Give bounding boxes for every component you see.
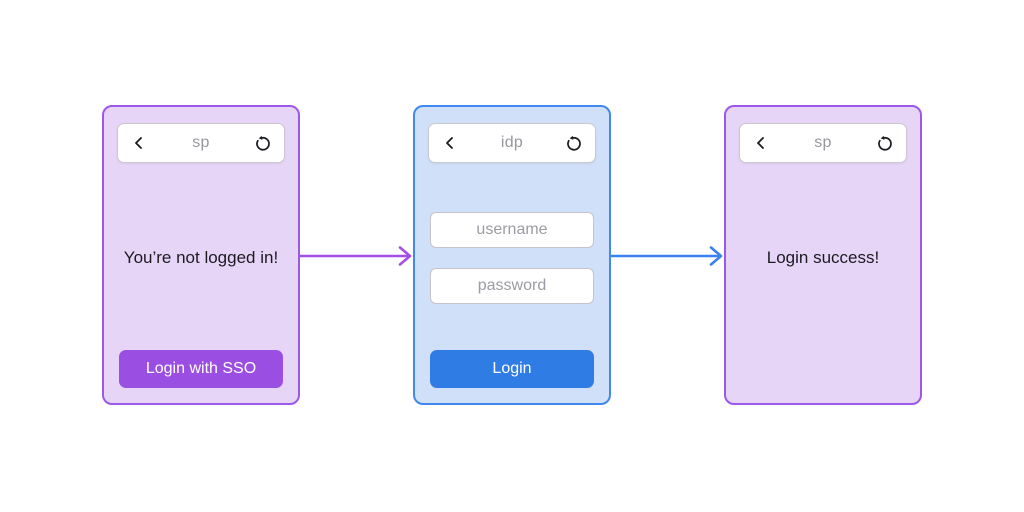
back-icon[interactable] xyxy=(440,133,460,153)
address-bar[interactable]: idp xyxy=(428,123,596,163)
arrow-idp-to-sp xyxy=(611,246,723,266)
browser-window-sp-before: sp You’re not logged in! Login with SSO xyxy=(102,105,300,405)
arrow-sp-to-idp xyxy=(300,246,412,266)
refresh-icon[interactable] xyxy=(253,133,273,153)
browser-window-sp-after: sp Login success! xyxy=(724,105,922,405)
address-bar[interactable]: sp xyxy=(739,123,907,163)
status-message: You’re not logged in! xyxy=(123,248,279,267)
back-icon[interactable] xyxy=(751,133,771,153)
status-message: Login success! xyxy=(766,248,880,267)
address-url: sp xyxy=(814,134,832,151)
refresh-icon[interactable] xyxy=(564,133,584,153)
refresh-icon[interactable] xyxy=(875,133,895,153)
browser-window-idp: idp Login xyxy=(413,105,611,405)
username-input[interactable] xyxy=(430,212,594,248)
address-bar[interactable]: sp xyxy=(117,123,285,163)
address-url: sp xyxy=(192,134,210,151)
back-icon[interactable] xyxy=(129,133,149,153)
password-input[interactable] xyxy=(430,268,594,304)
login-with-sso-button[interactable]: Login with SSO xyxy=(119,350,283,388)
address-url: idp xyxy=(500,134,524,151)
login-button[interactable]: Login xyxy=(430,350,594,388)
